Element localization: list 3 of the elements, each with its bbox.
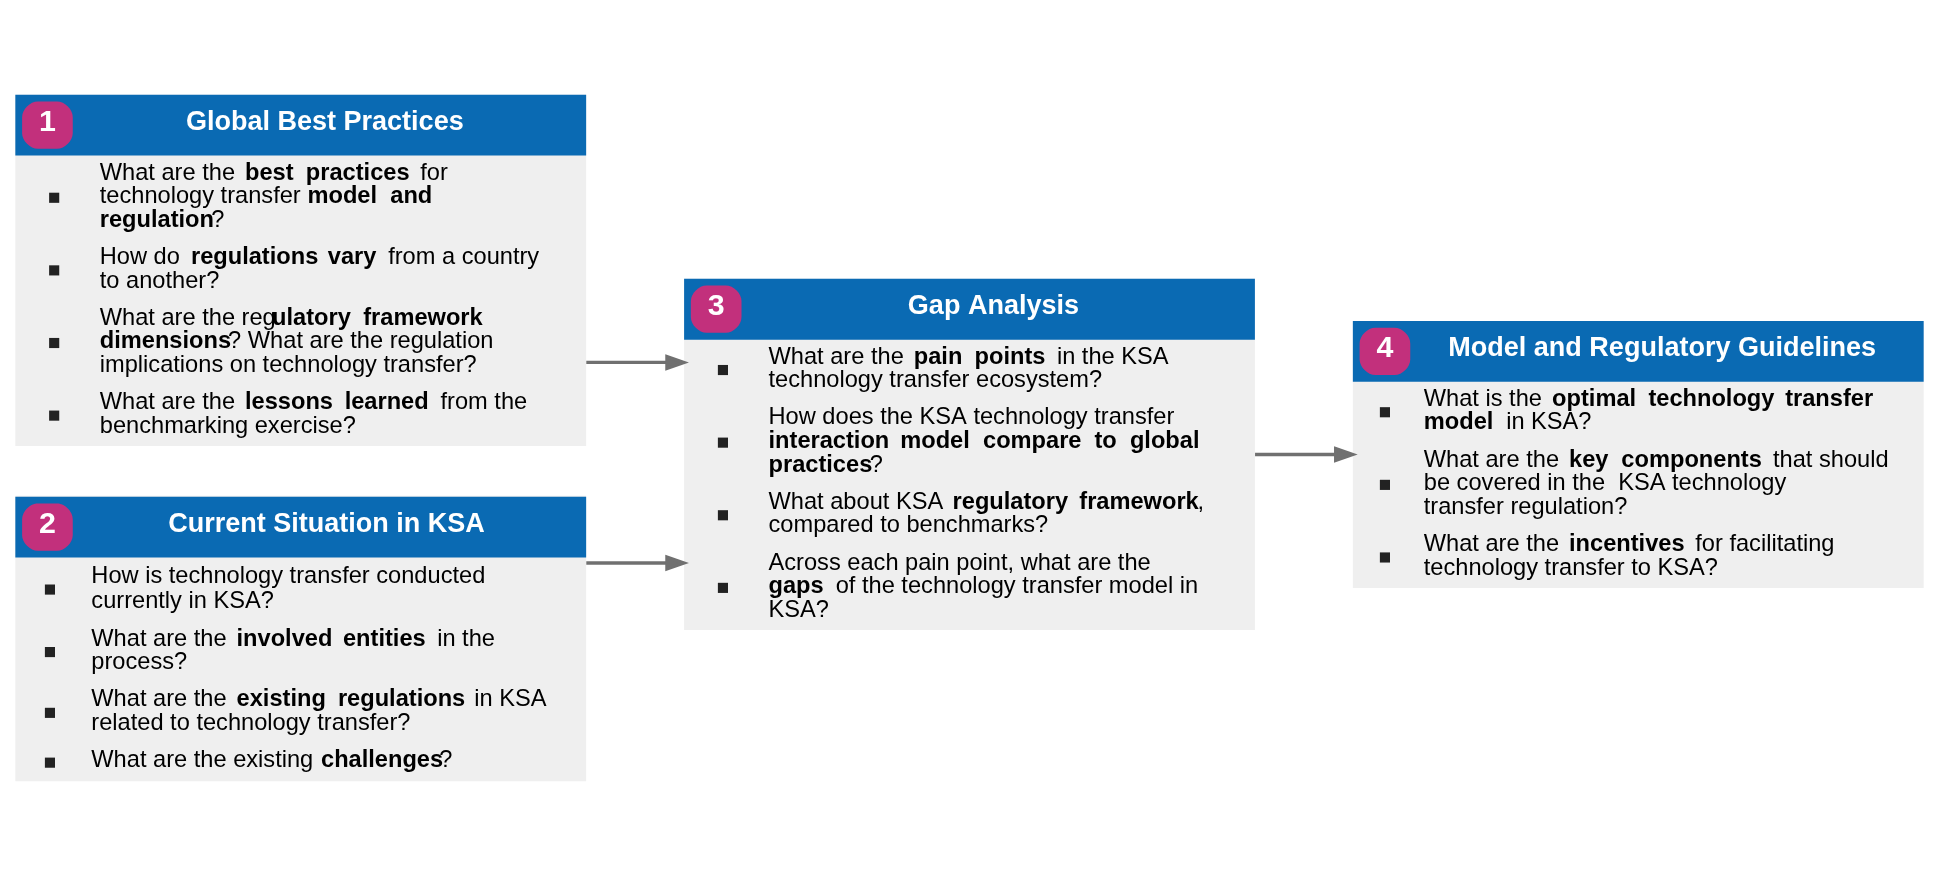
arrow xyxy=(1255,445,1358,463)
arrow xyxy=(586,353,689,371)
arrow xyxy=(586,554,689,571)
